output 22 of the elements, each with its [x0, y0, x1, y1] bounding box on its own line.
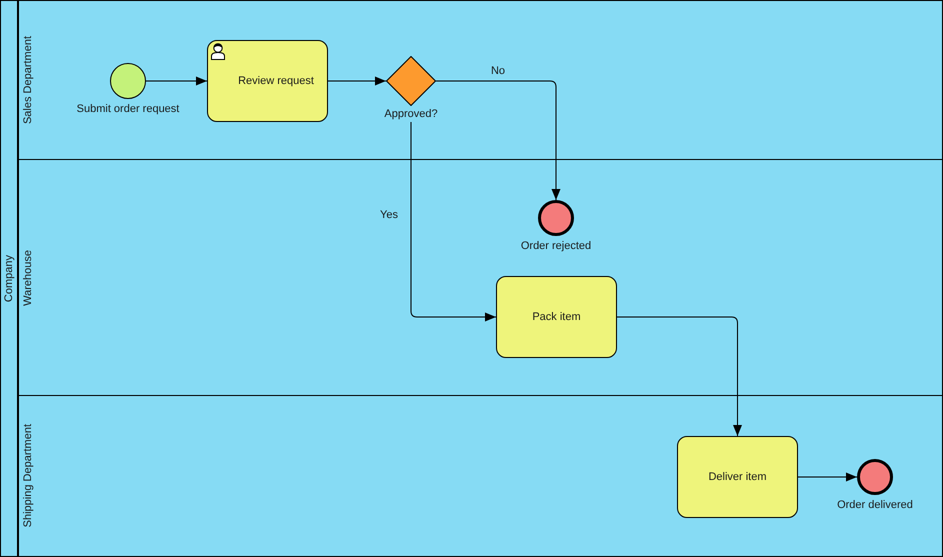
event-label: Submit order request: [76, 102, 180, 116]
task-label: Pack item: [532, 310, 581, 324]
arrow: [436, 80, 560, 200]
edge-label: No: [490, 64, 506, 78]
lane-label: Sales Department: [21, 36, 35, 124]
event-label: Order rejected: [520, 239, 592, 253]
arrow: [410, 122, 496, 322]
task-label: Review request: [238, 74, 314, 88]
lane-label: Shipping Department: [21, 424, 35, 528]
task-box: [677, 436, 798, 518]
event-label: Order delivered: [837, 498, 913, 512]
pool-label: Company: [2, 254, 16, 302]
gateway-label: Approved?: [384, 107, 438, 121]
arrow: [328, 76, 386, 86]
arrow: [146, 76, 208, 86]
arrow: [798, 472, 858, 482]
arrow: [616, 316, 742, 436]
user-task-box: [207, 40, 328, 122]
lane-label: Warehouse: [21, 250, 35, 306]
task-label: Deliver item: [708, 470, 767, 484]
edge-label: Yes: [380, 208, 398, 222]
task-box: [496, 276, 617, 358]
